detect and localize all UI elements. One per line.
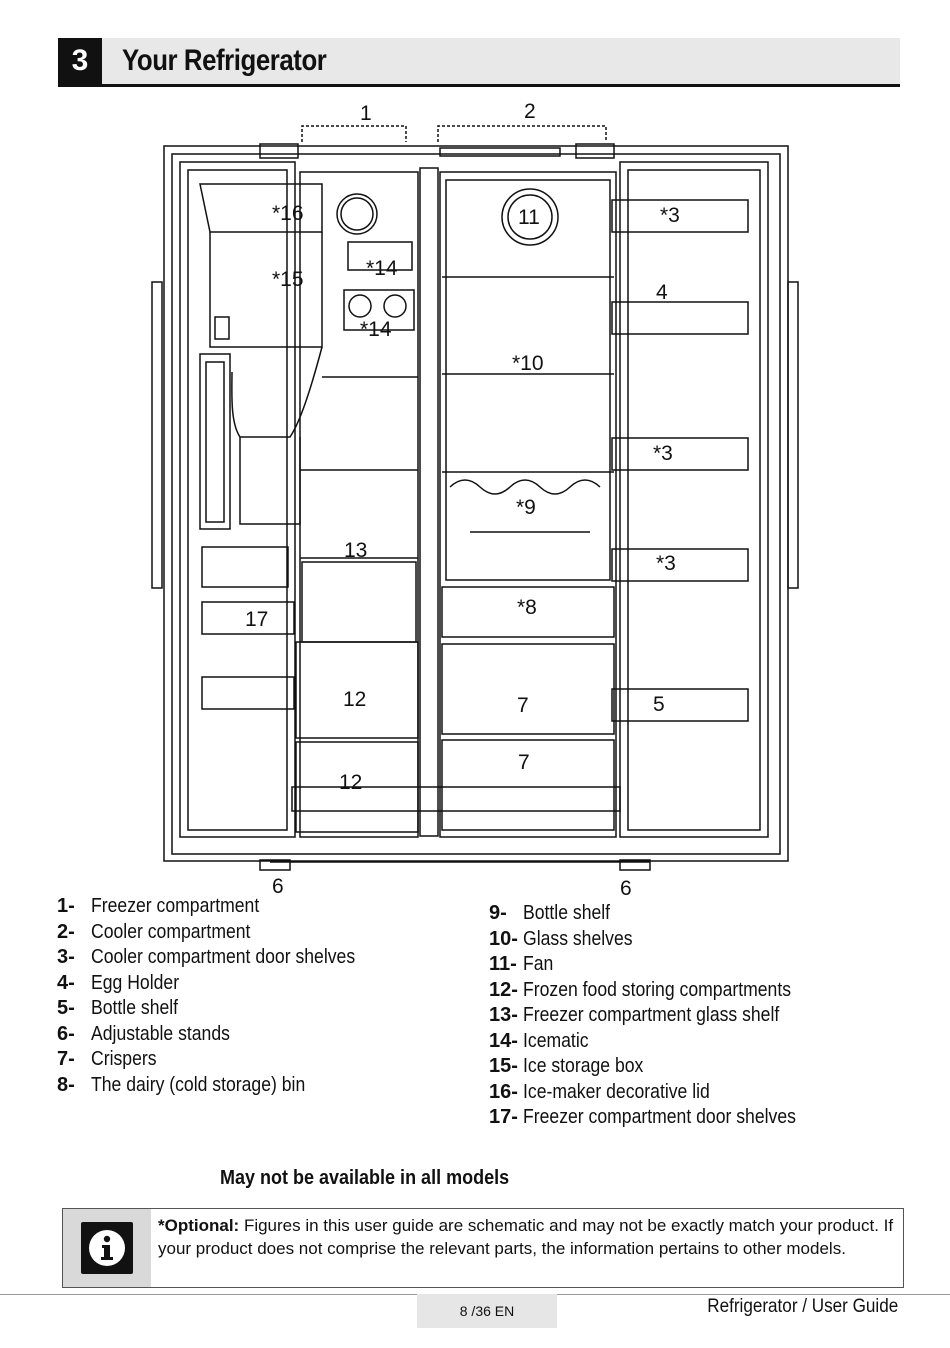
optional-note-box: *Optional: Figures in this user guide ar… — [62, 1208, 904, 1288]
diagram-label: 4 — [656, 281, 668, 304]
availability-note: May not be available in all models — [220, 1167, 510, 1189]
diagram-label: *10 — [512, 352, 544, 375]
legend-item: 16-Ice-maker decorative lid — [489, 1080, 710, 1103]
legend-item: 17-Freezer compartment door shelves — [489, 1106, 796, 1128]
diagram-label: 6 — [620, 877, 632, 900]
legend-item: 1-Freezer compartment — [57, 895, 260, 917]
legend-item: 8-The dairy (cold storage) bin — [57, 1073, 306, 1096]
legend-item: 13-Freezer compartment glass shelf — [489, 1004, 780, 1026]
legend-item: 15-Ice storage box — [489, 1055, 644, 1077]
diagram-label: 17 — [245, 608, 268, 631]
diagram-label: 1 — [360, 102, 372, 125]
diagram-label: 11 — [518, 206, 540, 229]
legend-item: 3-Cooler compartment door shelves — [57, 946, 356, 968]
diagram-label: 7 — [518, 751, 530, 774]
legend-item: 12-Frozen food storing compartments — [489, 978, 792, 1001]
legend-item: 11-Fan — [489, 953, 554, 975]
guide-title: Refrigerator / User Guide — [706, 1296, 898, 1317]
refrigerator-diagram: 1 2 *16 *15 *14 *14 11 *3 4 *10 *3 *9 13… — [150, 92, 800, 900]
optional-note-text: *Optional: Figures in this user guide ar… — [158, 1216, 894, 1258]
section-title: Your Refrigerator — [122, 44, 327, 77]
diagram-label: *8 — [517, 596, 537, 619]
legend-left: 1-Freezer compartment 2-Cooler compartme… — [57, 894, 391, 1098]
diagram-label: *3 — [660, 204, 680, 227]
diagram-label: 7 — [517, 694, 529, 717]
section-header: 3 Your Refrigerator — [58, 38, 900, 87]
diagram-label: *3 — [653, 442, 673, 465]
section-number: 3 — [58, 38, 102, 84]
info-icon — [81, 1222, 133, 1274]
legend-item: 6-Adjustable stands — [57, 1022, 230, 1045]
page-number: 8 /36 EN — [417, 1294, 557, 1328]
legend-right: 9-Bottle shelf 10-Glass shelves 11-Fan 1… — [489, 901, 833, 1131]
diagram-label: 13 — [344, 539, 367, 562]
diagram-label: *14 — [360, 318, 392, 341]
diagram-label: 12 — [343, 688, 366, 711]
legend-item: 14-Icematic — [489, 1029, 589, 1052]
diagram-label: *3 — [656, 552, 676, 575]
diagram-label: *9 — [516, 496, 536, 519]
legend-item: 2-Cooler compartment — [57, 920, 251, 943]
legend-item: 9-Bottle shelf — [489, 902, 611, 924]
diagram-label: 6 — [272, 875, 284, 898]
legend-item: 7-Crispers — [57, 1048, 157, 1070]
diagram-label: *16 — [272, 202, 304, 225]
legend-item: 4-Egg Holder — [57, 971, 180, 994]
diagram-label: 12 — [339, 771, 362, 794]
diagram-label: *15 — [272, 268, 304, 291]
refrigerator-drawing: 1 2 *16 *15 *14 *14 11 *3 4 *10 *3 *9 13… — [151, 100, 799, 900]
diagram-label: *14 — [366, 257, 398, 280]
legend-item: 10-Glass shelves — [489, 927, 633, 950]
legend-item: 5-Bottle shelf — [57, 997, 179, 1019]
diagram-label: 5 — [653, 693, 665, 716]
diagram-label: 2 — [524, 100, 536, 123]
